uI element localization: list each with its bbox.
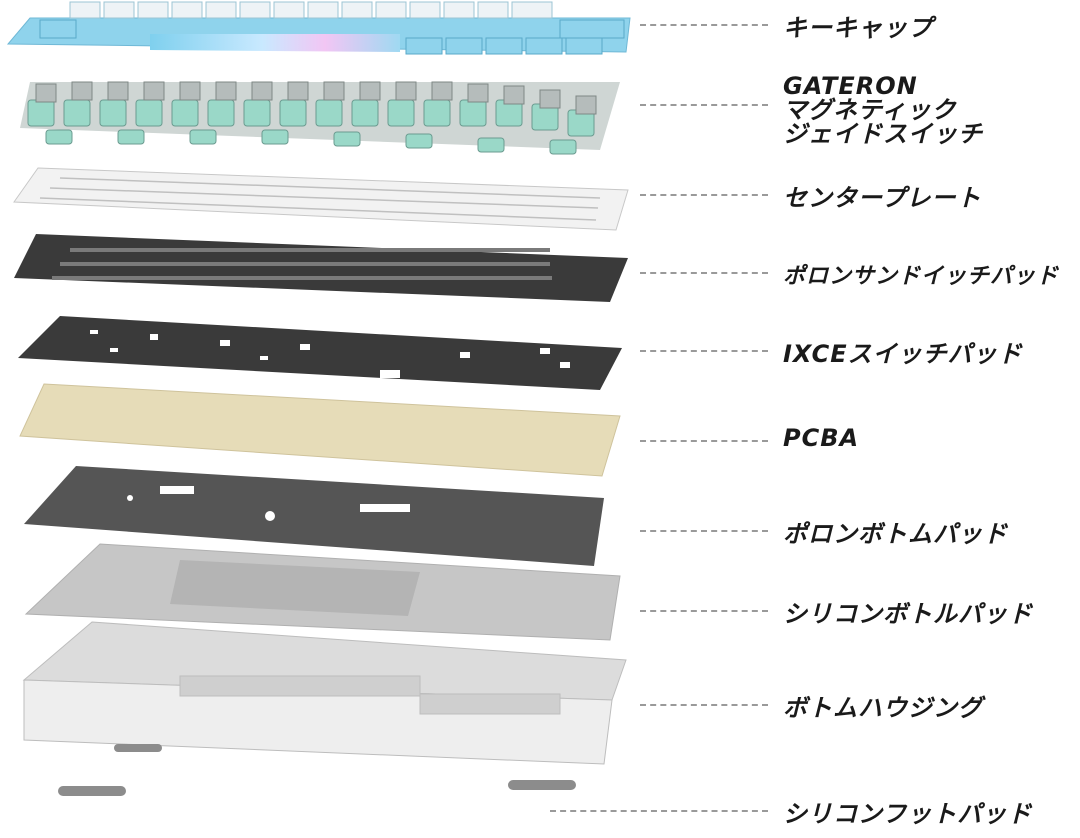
label-bottom-housing: ボトムハウジング xyxy=(783,694,983,722)
label-switches: GATERON マグネティック ジェイドスイッチ xyxy=(783,74,983,146)
leader-line-pcba xyxy=(640,440,768,442)
leader-line-bottom-housing xyxy=(640,704,768,706)
silicone-bottle-pad-layer xyxy=(24,543,621,641)
label-poron-bottom-pad: ポロンボトムパッド xyxy=(783,520,1008,548)
leader-line-silicone-foot-pad xyxy=(550,810,768,812)
label-silicone-bottle-pad: シリコンボトルパッド xyxy=(783,600,1033,628)
label-switches-line-2: マグネティック xyxy=(783,96,957,124)
ixce-switch-pad-layer xyxy=(18,316,622,390)
keycaps-layer xyxy=(6,1,631,55)
center-plate-layer xyxy=(13,167,629,231)
label-switches-line-1: GATERON xyxy=(783,72,918,100)
label-pcba: PCBA xyxy=(783,424,860,452)
leader-line-poron-bottom-pad xyxy=(640,530,768,532)
poron-sandwich-pad-layer xyxy=(14,234,628,302)
switches-layer xyxy=(20,81,620,155)
silicone-foot-pads-layer xyxy=(58,744,576,796)
label-keycaps: キーキャップ xyxy=(783,14,933,42)
bottom-housing-layer xyxy=(22,621,627,765)
label-poron-sandwich-pad: ポロンサンドイッチパッド xyxy=(783,264,1060,289)
label-silicone-foot-pad: シリコンフットパッド xyxy=(783,800,1033,828)
label-switches-line-3: ジェイドスイッチ xyxy=(783,120,983,148)
leader-line-poron-sandwich-pad xyxy=(640,272,768,274)
leader-line-switches xyxy=(640,104,768,106)
leader-line-center-plate xyxy=(640,194,768,196)
leader-line-ixce-switch-pad xyxy=(640,350,768,352)
leader-line-keycaps xyxy=(640,24,768,26)
label-center-plate: センタープレート xyxy=(783,184,982,212)
pcba-layer xyxy=(19,383,621,477)
label-ixce-switch-pad: IXCEスイッチパッド xyxy=(783,340,1023,368)
poron-bottom-pad-layer xyxy=(24,466,604,566)
leader-line-silicone-bottle-pad xyxy=(640,610,768,612)
